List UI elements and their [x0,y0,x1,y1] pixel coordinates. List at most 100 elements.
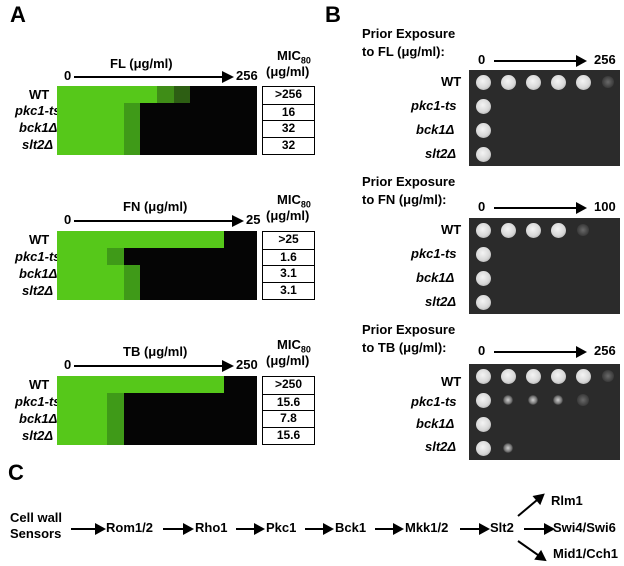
heatmap-cell [173,248,191,266]
axis-min: 0 [478,343,486,358]
heatmap-cell [73,282,91,300]
heatmap-cell [240,137,258,155]
heatmap-cell [90,282,108,300]
heatmap-cell [173,231,191,249]
heatmap-cell [57,137,75,155]
heatmap-cell [173,427,191,445]
node-pkc1: Pkc1 [266,520,297,535]
heatmap-cell [207,137,225,155]
heatmap-cell [207,265,225,283]
heatmap-cell [223,231,241,249]
heatmap-cell [107,248,125,266]
panel-a-block-fn: FN (μg/ml) 0 25 MIC80 (μg/ml) WT pkc1-ts… [0,0,320,320]
heatmap-cell [123,120,141,138]
heatmap-cell [223,410,241,428]
colony-spot [501,223,516,238]
colony-speck [528,395,538,405]
heatmap-cell [207,282,225,300]
heatmap-cell [207,410,225,428]
prior-exposure-title: Prior Exposure [362,26,456,41]
heatmap-cell [157,410,175,428]
colony-spot [476,393,491,408]
drug-label: TB (μg/ml) [123,344,188,359]
colony-spot [551,369,566,384]
heatmap-cell [240,103,258,121]
heatmap-cell [57,265,75,283]
mic-value: 15.6 [263,393,314,411]
heatmap-cell [157,376,175,394]
strain-bck1: bck1Δ [19,266,58,281]
strain-bck1: bck1Δ [416,122,455,137]
heatmap-cell [73,137,91,155]
panel-c-letter: C [8,460,24,485]
mic-value: 3.1 [263,265,314,282]
heatmap-cell [140,103,158,121]
panel-a-block-tb: TB (μg/ml) 0 250 MIC80 (μg/ml) WT pkc1-t… [0,0,320,460]
strain-slt2: slt2Δ [425,439,457,454]
heatmap-cell [73,86,91,104]
heatmap-cell [57,103,75,121]
colony-spot [476,441,491,456]
node-rlm1: Rlm1 [551,493,583,508]
strain-wt: WT [29,377,50,392]
mic-units: (μg/ml) [266,64,310,79]
prior-exposure-drug: to TB (μg/ml): [362,340,447,355]
mic-value: >25 [278,232,299,246]
heatmap-cell [57,248,75,266]
heatmap-cell [90,137,108,155]
heatmap-cell [73,231,91,249]
heatmap-cell [173,282,191,300]
heatmap-cell [240,393,258,411]
pathway-arrow [524,523,555,535]
growth-heatmap [57,376,258,445]
heatmap-cell [190,265,208,283]
heatmap-cell [240,248,258,266]
heatmap-cell [57,410,75,428]
panel-b-letter: B [325,2,341,27]
heatmap-cell [90,427,108,445]
node-rom1-2: Rom1/2 [106,520,153,535]
heatmap-cell [223,103,241,121]
heatmap-cell [173,86,191,104]
heatmap-cell [157,137,175,155]
faint-colony-spot [577,224,589,236]
colony-spot [476,369,491,384]
heatmap-cell [140,231,158,249]
heatmap-cell [173,120,191,138]
heatmap-cell [223,376,241,394]
strain-wt: WT [441,374,462,389]
axis-max: 256 [236,68,258,83]
heatmap-cell [240,427,258,445]
heatmap-cell [90,410,108,428]
heatmap-cell [123,376,141,394]
heatmap-cell [223,393,241,411]
heatmap-cell [123,265,141,283]
mic-units: (μg/ml) [266,353,310,368]
node-swi4-swi6: Swi4/Swi6 [553,520,616,535]
heatmap-cell [90,120,108,138]
heatmap-cell [123,231,141,249]
colony-spot [576,75,591,90]
colony-spot [476,271,491,286]
heatmap-cell [73,376,91,394]
heatmap-cell [190,137,208,155]
heatmap-cell [207,248,225,266]
heatmap-cell [140,248,158,266]
prior-exposure-drug: to FL (μg/ml): [362,44,445,59]
heatmap-cell [157,231,175,249]
strain-pkc1-ts: pkc1-ts [15,394,61,409]
colony-spot [551,75,566,90]
mic-value: 7.8 [263,410,314,427]
node-bck1: Bck1 [335,520,367,535]
heatmap-cell [107,410,125,428]
heatmap-cell [90,248,108,266]
heatmap-cell [157,282,175,300]
heatmap-cell [90,265,108,283]
colony-spot [501,75,516,90]
heatmap-cell [157,427,175,445]
strain-bck1: bck1Δ [416,270,455,285]
heatmap-cell [190,103,208,121]
heatmap-cell [190,231,208,249]
heatmap-cell [240,265,258,283]
